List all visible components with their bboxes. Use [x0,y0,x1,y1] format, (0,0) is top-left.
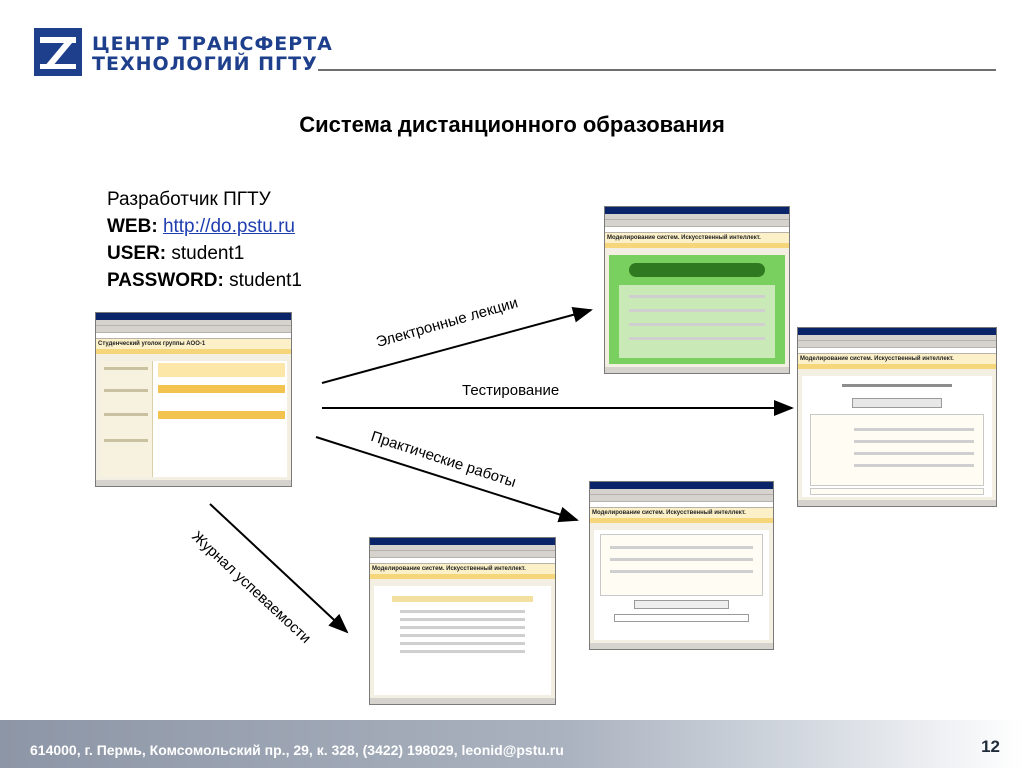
journal-heading: Моделирование систем. Искусственный инте… [370,564,555,574]
web-label: WEB: [107,216,158,237]
password-line: PASSWORD: student1 [107,267,302,294]
web-line: WEB: http://do.pstu.ru [107,213,302,240]
footer-address: 614000, г. Пермь, Комсомольский пр., 29,… [30,742,564,758]
screenshot-student-corner: Студенческий уголок группы АОО-1 [95,312,292,487]
header-divider [318,69,996,71]
access-info: Разработчик ПГТУ WEB: http://do.pstu.ru … [107,186,302,294]
developer-line: Разработчик ПГТУ [107,189,271,210]
user-label: USER: [107,243,167,264]
screenshot-lectures: Моделирование систем. Искусственный инте… [604,206,790,374]
student-corner-heading: Студенческий уголок группы АОО-1 [96,339,291,349]
password-label: PASSWORD: [107,270,224,291]
arrow-practical [315,436,579,523]
logo-line-2: ТЕХНОЛОГИЙ ПГТУ [92,53,318,75]
user-line: USER: student1 [107,240,302,267]
arrow-journal [209,503,349,634]
password-value: student1 [229,270,302,291]
user-value: student1 [171,243,245,264]
logo-text: ЦЕНТР ТРАНСФЕРТА ТЕХНОЛОГИЙ ПГТУ [92,34,333,74]
lectures-heading: Моделирование систем. Искусственный инте… [605,233,789,243]
screenshot-journal: Моделирование систем. Искусственный инте… [369,537,556,705]
arrow-lectures [321,306,593,384]
tt-logo-icon [34,28,82,76]
page-title: Система дистанционного образования [299,112,725,137]
page-number: 12 [981,737,1000,756]
logo-line-1: ЦЕНТР ТРАНСФЕРТА [92,33,333,55]
label-testing: Тестирование [462,382,560,399]
screenshot-practical: Моделирование систем. Искусственный инте… [589,481,774,650]
practical-heading: Моделирование систем. Искусственный инте… [590,508,773,518]
footer-bar [0,720,1024,768]
web-link[interactable]: http://do.pstu.ru [162,216,295,237]
screenshot-testing: Моделирование систем. Искусственный инте… [797,327,997,507]
testing-heading: Моделирование систем. Искусственный инте… [798,354,996,364]
